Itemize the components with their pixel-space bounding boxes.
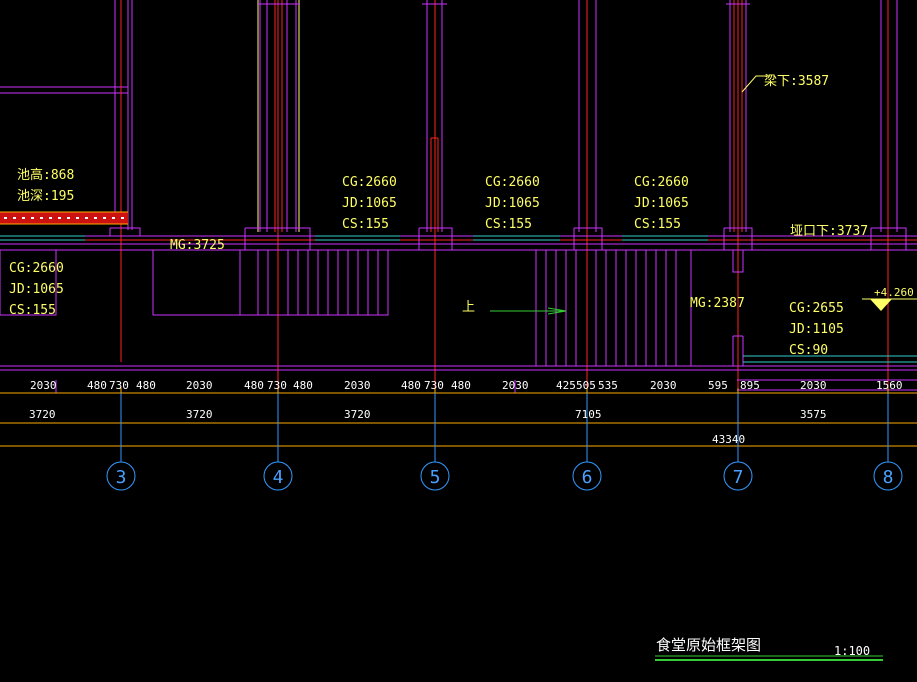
dim-text: 3575	[800, 408, 827, 421]
axis-label-3: 3	[116, 467, 127, 488]
axis-lines	[120, 393, 889, 462]
pool-height-label: 池高:868	[17, 167, 74, 183]
dim-text: 480	[244, 379, 264, 392]
dimension-lines	[0, 388, 917, 447]
stair-arrow	[490, 307, 567, 315]
dimension-row-2: 3720 3720 3720 7105 3575	[29, 408, 827, 421]
elevation-marker	[862, 298, 917, 311]
room-d-annotation: CG:2660 JD:1065 CS:155	[634, 175, 689, 232]
wall-outlines	[0, 0, 917, 450]
sill-height-label: JD:1065	[342, 196, 397, 211]
axis-label-8: 8	[883, 467, 894, 488]
dim-text: 480	[87, 379, 107, 392]
dim-text: 3720	[344, 408, 371, 421]
sill-depth-label: CS:155	[342, 217, 389, 232]
axis-label-5: 5	[430, 467, 441, 488]
sill-height-label: JD:1105	[789, 322, 844, 337]
title-block: 食堂原始框架图 1:100	[655, 636, 883, 661]
axis-bubble[interactable]	[263, 461, 293, 491]
dim-text: 425	[556, 379, 576, 392]
dim-text: 480	[401, 379, 421, 392]
sill-depth-label: CS:155	[485, 217, 532, 232]
dim-text: 480	[136, 379, 156, 392]
axis-bubble[interactable]	[106, 461, 136, 491]
dim-text: 535	[598, 379, 618, 392]
beam-leader	[741, 75, 770, 93]
axis-labels: 3 4 5 6 7 8	[116, 467, 894, 488]
pool-depth-label: 池深:195	[17, 189, 74, 204]
ceiling-height-label: CG:2660	[9, 261, 64, 276]
elevation-label: +4.260	[874, 286, 914, 299]
sill-depth-label: CS:155	[634, 217, 681, 232]
room-a-annotation: CG:2660 JD:1065 CS:155	[9, 261, 64, 318]
beam-under-label: 梁下:3587	[764, 74, 829, 89]
stair-treads	[257, 250, 677, 366]
dim-text: 1560	[876, 379, 903, 392]
opening-under-label: 垭口下:3737	[790, 224, 868, 239]
dim-text: 730	[267, 379, 287, 392]
dim-text: 2030	[800, 379, 827, 392]
ceiling-height-label: CG:2660	[342, 175, 397, 190]
axis-bubble[interactable]	[572, 461, 602, 491]
ceiling-height-label: CG:2660	[485, 175, 540, 190]
dim-text: 895	[740, 379, 760, 392]
room-e-annotation: CG:2655 JD:1105 CS:90	[789, 301, 844, 358]
dim-text: 595	[708, 379, 728, 392]
ceiling-height-label: CG:2655	[789, 301, 844, 316]
drawing-scale: 1:100	[834, 644, 870, 658]
dim-text: 505	[576, 379, 596, 392]
pool-annotations: 池高:868 池深:195	[17, 167, 74, 204]
stair-up-label: 上	[462, 300, 475, 315]
total-dimension: 43340	[712, 433, 745, 446]
pool-hatch	[0, 211, 128, 225]
axis-bubbles	[106, 461, 903, 491]
dim-text: 730	[109, 379, 129, 392]
axis-bubble[interactable]	[873, 461, 903, 491]
axis-label-6: 6	[582, 467, 593, 488]
dim-text: 2030	[344, 379, 371, 392]
sill-height-label: JD:1065	[634, 196, 689, 211]
dim-text: 2030	[502, 379, 529, 392]
door-height-label-right: MG:2387	[690, 296, 745, 311]
door-height-label-left: MG:3725	[170, 238, 225, 253]
axis-label-7: 7	[733, 467, 744, 488]
room-b-annotation: CG:2660 JD:1065 CS:155	[342, 175, 397, 232]
dim-text: 2030	[650, 379, 677, 392]
room-c-annotation: CG:2660 JD:1065 CS:155	[485, 175, 540, 232]
axis-bubble[interactable]	[420, 461, 450, 491]
drawing-title: 食堂原始框架图	[656, 636, 761, 654]
dim-text: 730	[424, 379, 444, 392]
sill-height-label: JD:1065	[485, 196, 540, 211]
sill-height-label: JD:1065	[9, 282, 64, 297]
dim-text: 3720	[29, 408, 56, 421]
axis-label-4: 4	[273, 467, 284, 488]
dim-text: 480	[451, 379, 471, 392]
dim-text: 7105	[575, 408, 602, 421]
ceiling-height-label: CG:2660	[634, 175, 689, 190]
dim-text: 2030	[186, 379, 213, 392]
dim-text: 480	[293, 379, 313, 392]
axis-bubble[interactable]	[723, 461, 753, 491]
sill-depth-label: CS:155	[9, 303, 56, 318]
dim-text: 2030	[30, 379, 57, 392]
dim-text: 3720	[186, 408, 213, 421]
dimension-row-1: 2030 480 730 480 2030 480 730 480 2030 4…	[30, 379, 903, 392]
sill-depth-label: CS:90	[789, 343, 828, 358]
